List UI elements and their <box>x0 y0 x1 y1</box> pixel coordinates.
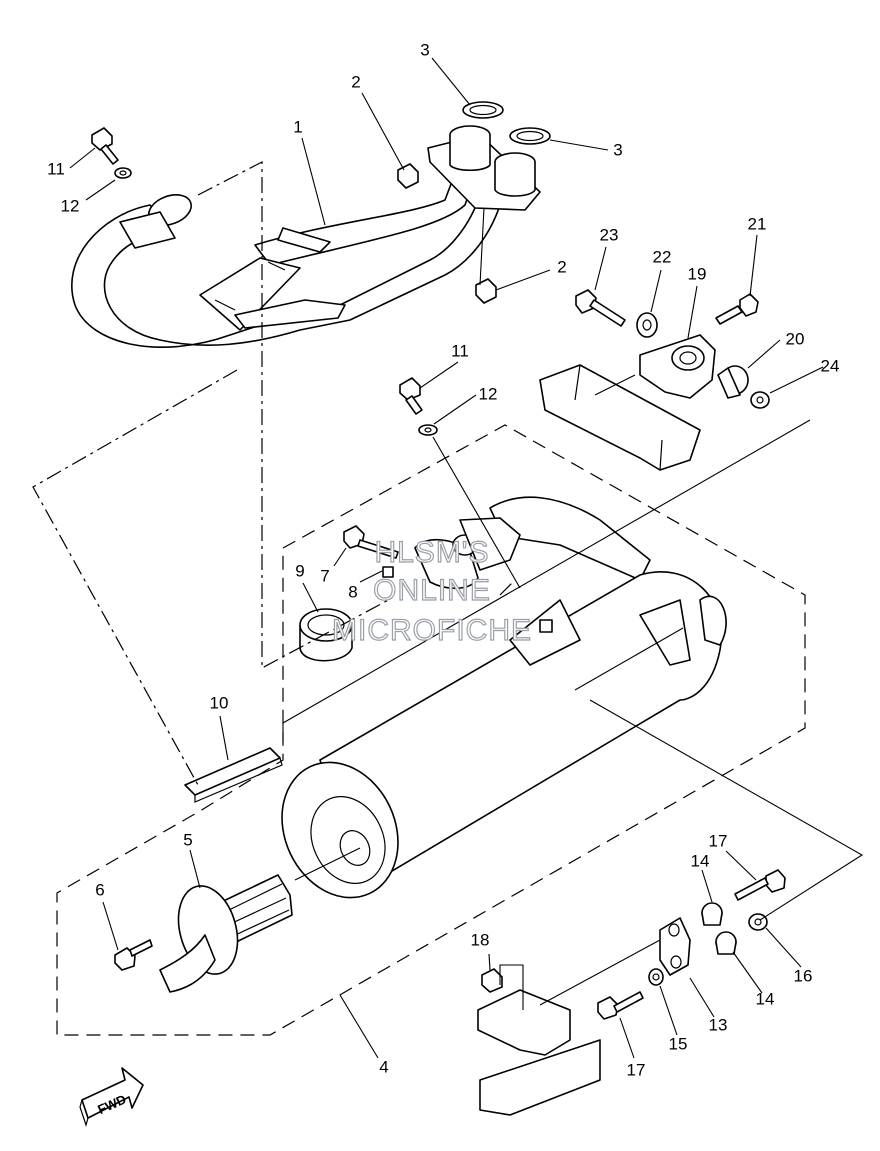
bolt-7[interactable] <box>343 525 399 559</box>
callout-3a: 3 <box>420 40 429 59</box>
spark-arrester-5[interactable] <box>159 874 293 993</box>
callout-17a: 17 <box>709 831 728 850</box>
washer-16[interactable] <box>748 913 768 931</box>
callout-16: 16 <box>794 966 813 985</box>
clamp-8[interactable] <box>382 517 521 590</box>
damper-20[interactable] <box>717 365 749 399</box>
callout-5: 5 <box>183 830 192 849</box>
bracket-19[interactable] <box>639 334 716 399</box>
callout-19: 19 <box>688 264 707 283</box>
callout-3b: 3 <box>613 140 622 159</box>
callout-1: 1 <box>293 117 302 136</box>
gasket-3a[interactable] <box>462 101 504 119</box>
washer-15[interactable] <box>648 968 664 986</box>
bolt-11b[interactable] <box>399 377 423 415</box>
bolt-11a[interactable] <box>91 127 119 165</box>
collar-22[interactable] <box>636 312 658 338</box>
callout-8: 8 <box>348 582 357 601</box>
callout-21: 21 <box>748 214 767 233</box>
callout-12b: 12 <box>479 384 498 403</box>
watermark-line-1: HLSM'S <box>374 536 489 569</box>
gasket-9[interactable] <box>299 608 353 662</box>
fwd-arrow-icon: FWD <box>79 1067 144 1128</box>
callout-2b: 2 <box>557 257 566 276</box>
callout-11a: 11 <box>47 159 65 178</box>
callout-leaders <box>69 57 824 1059</box>
washer-12b[interactable] <box>418 424 438 436</box>
damper-13[interactable] <box>659 917 691 976</box>
bolt-17b[interactable] <box>597 991 644 1020</box>
callout-11b: 11 <box>451 341 469 360</box>
exhaust-pipe-1[interactable] <box>71 125 541 348</box>
callout-14b: 14 <box>756 989 775 1008</box>
callout-12a: 12 <box>61 196 80 215</box>
collar-14a[interactable] <box>701 902 723 926</box>
muffler-group-outline <box>56 424 806 1036</box>
muffler-4[interactable] <box>261 496 727 916</box>
frame-lower-bracket <box>477 989 601 1116</box>
callout-2a: 2 <box>351 72 360 91</box>
washer-24[interactable] <box>750 391 770 409</box>
callout-9: 9 <box>295 561 304 580</box>
watermark-line-2: ONLINE <box>373 574 491 607</box>
callout-6: 6 <box>95 880 104 899</box>
callout-labels: 1 2 2 3 3 11 12 23 22 19 21 20 24 11 12 … <box>47 40 839 1079</box>
bolt-23[interactable] <box>575 289 626 327</box>
callout-15: 15 <box>669 1034 688 1053</box>
bolt-6[interactable] <box>114 939 153 971</box>
nut-18[interactable] <box>481 968 503 993</box>
washer-12a[interactable] <box>114 167 132 179</box>
bolt-17a[interactable] <box>734 869 786 901</box>
nut-2b[interactable] <box>475 278 497 304</box>
callout-13: 13 <box>709 1015 728 1034</box>
callout-22: 22 <box>653 247 672 266</box>
frame-bracket <box>539 364 701 471</box>
callout-24: 24 <box>821 356 840 375</box>
callout-17b: 17 <box>627 1060 646 1079</box>
callout-14a: 14 <box>691 851 710 870</box>
nut-2a[interactable] <box>397 163 419 189</box>
watermark-line-3: MICROFICHE <box>332 614 532 647</box>
plate-10[interactable] <box>184 747 283 803</box>
collar-14b[interactable] <box>715 931 737 955</box>
callout-23: 23 <box>600 225 619 244</box>
callout-10: 10 <box>210 693 229 712</box>
bolt-21[interactable] <box>715 293 759 325</box>
callout-4: 4 <box>379 1057 388 1076</box>
callout-20: 20 <box>786 329 805 348</box>
watermark: HLSM'S ONLINE MICROFICHE <box>331 535 532 647</box>
gasket-3b[interactable] <box>509 127 551 145</box>
callout-7: 7 <box>320 566 329 585</box>
callout-18: 18 <box>471 930 490 949</box>
